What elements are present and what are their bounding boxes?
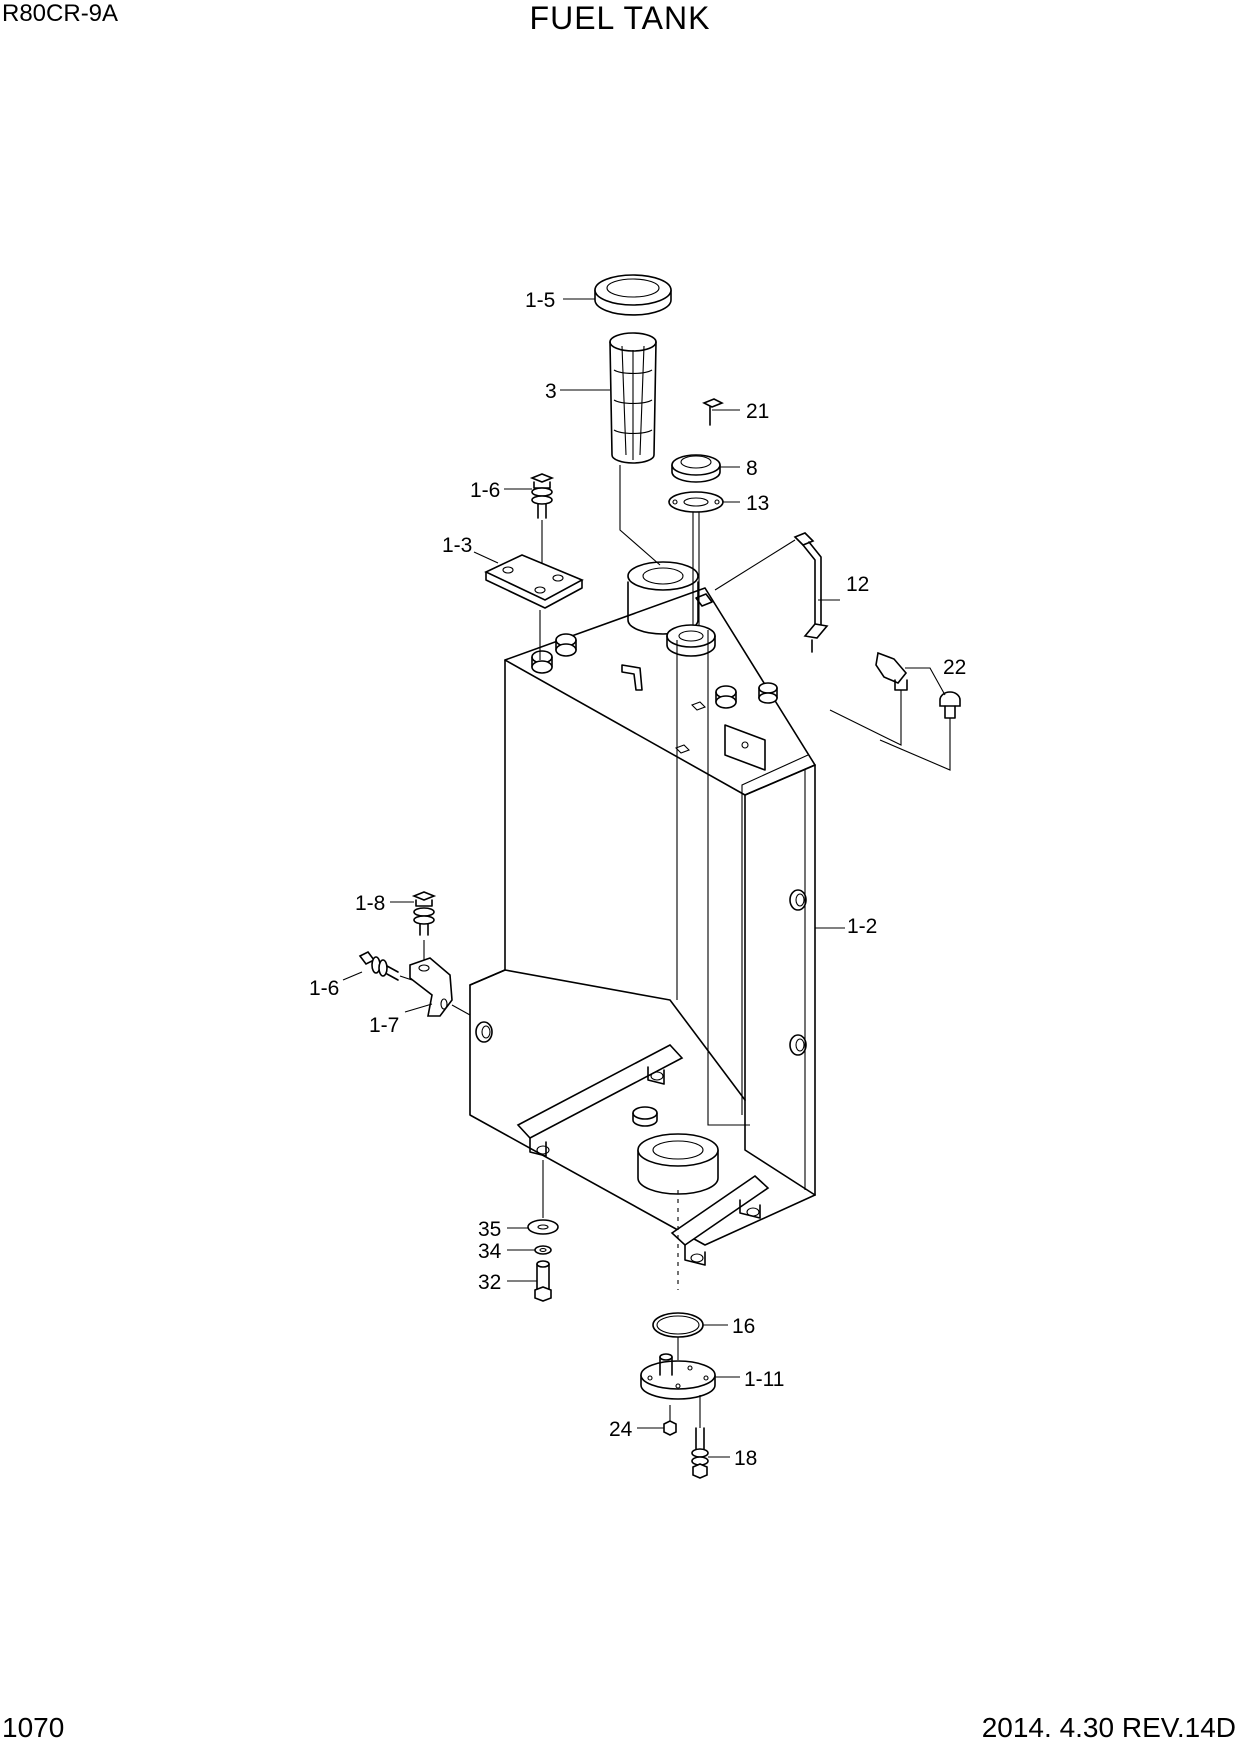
part-12-hose [714,532,840,653]
callout-18: 18 [734,1447,757,1470]
page-number: 1070 [2,1712,65,1743]
callout-8: 8 [746,457,758,480]
callout-3: 3 [545,380,557,403]
part-24-nut [637,1405,677,1436]
revision-date: 2014. 4.30 REV.14D [981,1712,1236,1743]
callout-1-8: 1-8 [355,892,385,915]
part-1-7-bracket [404,957,471,1017]
part-1-3-plate [473,551,584,660]
callout-24: 24 [609,1418,633,1441]
part-3-fuel-strainer [560,332,661,566]
part-35-34-32-washers-bolt [507,1160,559,1302]
callout-1-6-left: 1-6 [309,977,339,1000]
part-21-screw [702,398,740,426]
part-1-8-bolt [390,891,437,965]
callout-13: 13 [746,492,769,515]
part-16-o-ring [652,1190,728,1360]
part-8-sender-cover [671,454,740,483]
callout-1-7: 1-7 [369,1014,399,1037]
part-1-5-fuel-cap [563,274,672,316]
part-13-gasket [668,491,740,625]
callout-16: 16 [732,1315,755,1338]
part-18-bolt [691,1395,730,1479]
callout-1-3: 1-3 [442,534,472,557]
model-number: R80CR-9A [2,0,119,27]
callout-1-2: 1-2 [847,915,877,938]
callout-35: 35 [478,1218,501,1241]
page-title: FUEL TANK [529,0,711,36]
callout-34: 34 [478,1240,502,1263]
part-22-fittings [829,651,961,771]
part-1-6-bolt-left [342,950,413,981]
callout-1-6-top: 1-6 [470,479,500,502]
part-1-11-flange [640,1353,740,1400]
callout-21: 21 [746,400,769,423]
callout-32: 32 [478,1271,501,1294]
fuel-tank-body [469,561,816,1266]
callout-22: 22 [943,656,966,679]
callout-12: 12 [846,573,869,596]
callout-1-5: 1-5 [525,289,555,312]
callout-1-11: 1-11 [744,1368,784,1391]
